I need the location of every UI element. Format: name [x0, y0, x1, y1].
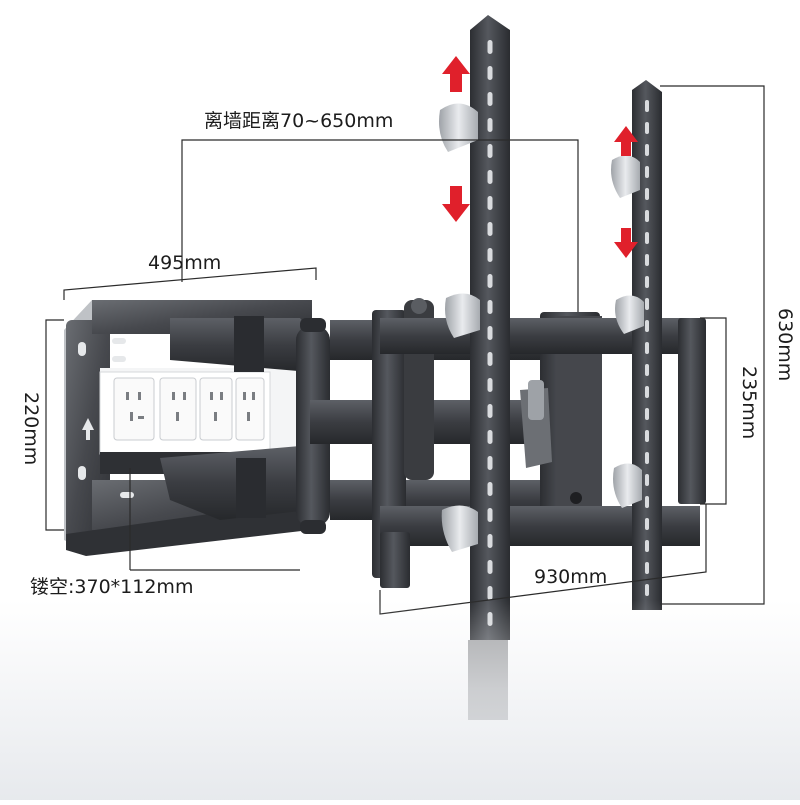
bracket-slot [487, 92, 493, 106]
bracket-slot [645, 122, 649, 134]
bracket-slot [645, 518, 649, 530]
bracket-slot [645, 298, 649, 310]
bracket-slot [645, 452, 649, 464]
bracket-slot [487, 66, 493, 80]
cutout-size-label: 镂空:370*112mm [30, 576, 194, 598]
bracket-slots [487, 40, 649, 626]
bracket-slot [645, 276, 649, 288]
distance-from-wall-label: 离墙距离70~650mm [204, 110, 394, 132]
bracket-slot [645, 430, 649, 442]
plate-height-label: 220mm [20, 392, 42, 466]
bracket-slot [487, 378, 493, 392]
adjust-arrows [442, 56, 638, 258]
bracket-slot [487, 508, 493, 522]
bracket-slot [645, 210, 649, 222]
bracket-slot [487, 430, 493, 444]
bracket-slot [645, 408, 649, 420]
bracket-slot [645, 562, 649, 574]
bracket-slot [487, 612, 493, 626]
bracket-slot [487, 222, 493, 236]
bracket-slot [645, 386, 649, 398]
bracket-slot [645, 100, 649, 112]
bracket-slot [487, 274, 493, 288]
plate-width-label: 495mm [148, 252, 222, 274]
bracket-slot [487, 560, 493, 574]
bracket-slot [487, 144, 493, 158]
bracket-slot [645, 144, 649, 156]
bracket-slot [487, 300, 493, 314]
horizontal-span-label: 930mm [534, 566, 608, 588]
bracket-slot [487, 196, 493, 210]
bracket-slot [487, 352, 493, 366]
bracket-slot [487, 118, 493, 132]
bracket-slot [487, 170, 493, 184]
bracket-slot [487, 40, 493, 54]
bracket-slot [645, 342, 649, 354]
bracket-slot [487, 456, 493, 470]
bracket-slot [487, 248, 493, 262]
bracket-slot [645, 496, 649, 508]
bracket-slot [487, 482, 493, 496]
bracket-slot [645, 166, 649, 178]
bracket-slot [645, 474, 649, 486]
bracket-slot [645, 188, 649, 200]
bracket-slot [487, 534, 493, 548]
bracket-slot [487, 404, 493, 418]
bracket-slot [487, 586, 493, 600]
bracket-slot [487, 326, 493, 340]
bracket-slot [645, 232, 649, 244]
inner-vertical-label: 235mm [738, 366, 760, 440]
bracket-slot [645, 540, 649, 552]
bracket-slot [645, 320, 649, 332]
bracket-slot [645, 584, 649, 596]
bracket-slot [645, 254, 649, 266]
bracket-slot [645, 364, 649, 376]
outer-vertical-label: 630mm [774, 308, 796, 382]
